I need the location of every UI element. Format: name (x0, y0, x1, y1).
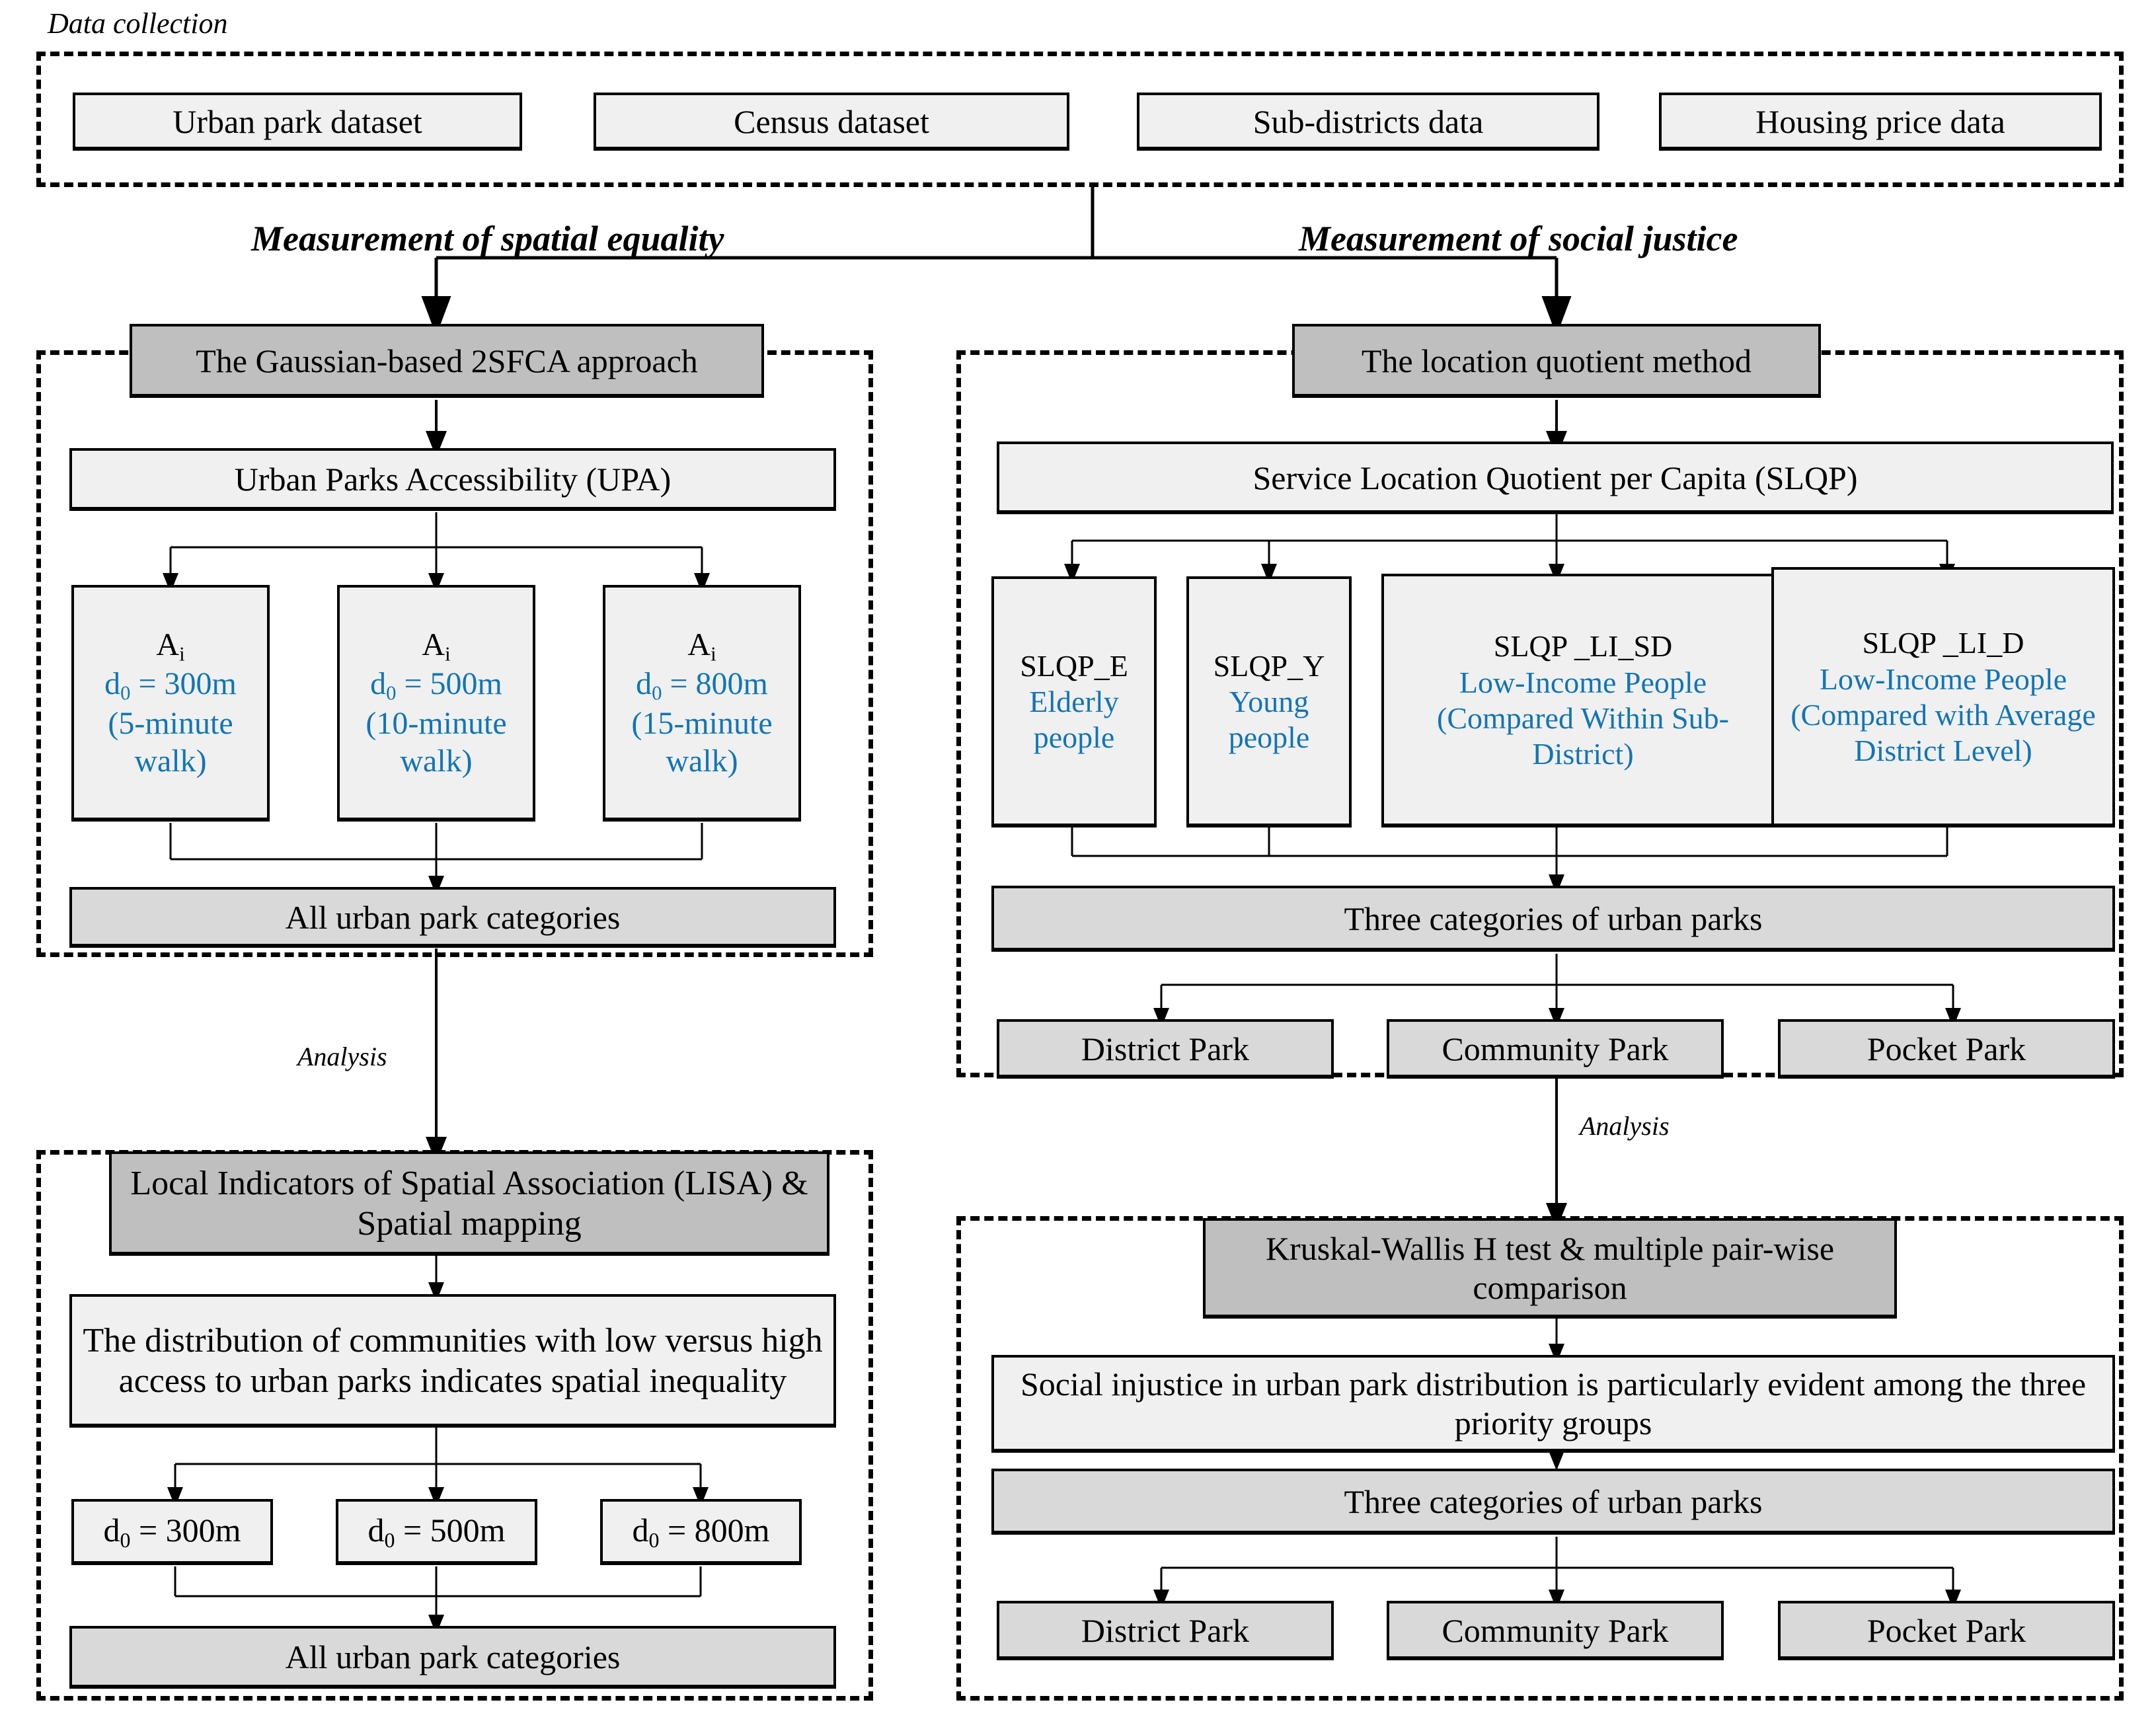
node-label: All urban park categories (285, 1638, 621, 1675)
scenario-symbol: Ai (156, 627, 185, 666)
node-district-park-2[interactable]: District Park (997, 1601, 1334, 1660)
node-label: Urban park dataset (173, 102, 422, 140)
node-label: The Gaussian-based 2SFCA approach (196, 342, 698, 379)
social-justice-caption: Measurement of social justice (1299, 219, 1738, 258)
node-district-park-1[interactable]: District Park (997, 1019, 1334, 1079)
scenario-walk: (5-minute walk) (108, 706, 233, 779)
node-slqp-elderly[interactable]: SLQP_E Elderly people (991, 576, 1157, 827)
data-collection-caption: Data collection (48, 7, 228, 40)
scenario-walk: (10-minute walk) (366, 706, 507, 779)
node-label: Three categories of urban parks (1344, 1482, 1763, 1520)
node-label: The location quotient method (1361, 342, 1752, 379)
left-analysis-caption: Analysis (297, 1042, 387, 1071)
node-label: Service Location Quotient per Capita (SL… (1252, 459, 1858, 496)
node-label: Pocket Park (1867, 1030, 2026, 1067)
group-desc: Low-Income People (Compared with Average… (1790, 662, 2096, 768)
node-pocket-park-1[interactable]: Pocket Park (1778, 1019, 2115, 1079)
node-slqp-low-income-sub-district[interactable]: SLQP _LI_SD Low-Income People (Compared … (1381, 574, 1785, 827)
node-gaussian-2sfca-method[interactable]: The Gaussian-based 2SFCA approach (130, 324, 764, 398)
node-census-dataset[interactable]: Census dataset (594, 93, 1069, 151)
node-label: Kruskal-Wallis H test & multiple pair-wi… (1265, 1230, 1835, 1306)
node-label: The distribution of communities with low… (83, 1321, 823, 1400)
node-spatial-inequality-finding[interactable]: The distribution of communities with low… (69, 1294, 836, 1428)
scenario-distance: d0 = 300m (104, 666, 237, 705)
node-distance-800m[interactable]: d0 = 800m (600, 1499, 802, 1565)
node-label: d0 = 300m (103, 1512, 241, 1553)
group-desc: Elderly people (1029, 684, 1119, 755)
node-label: Three categories of urban parks (1344, 900, 1763, 937)
node-label: d0 = 500m (367, 1512, 506, 1553)
node-label: Local Indicators of Spatial Association … (130, 1164, 808, 1243)
node-kruskal-wallis-test[interactable]: Kruskal-Wallis H test & multiple pair-wi… (1203, 1218, 1897, 1319)
node-housing-price-data[interactable]: Housing price data (1659, 93, 2102, 151)
node-label: Sub-districts data (1252, 102, 1484, 140)
scenario-distance: d0 = 800m (636, 666, 768, 705)
scenario-symbol: Ai (687, 627, 716, 666)
node-distance-500m[interactable]: d0 = 500m (336, 1499, 537, 1565)
node-scenario-500m[interactable]: Ai d0 = 500m (10-minute walk) (337, 585, 535, 822)
node-label: Community Park (1442, 1030, 1669, 1067)
node-label: Urban Parks Accessibility (UPA) (234, 461, 672, 498)
scenario-symbol: Ai (422, 627, 451, 666)
group-code: SLQP _LI_D (1862, 626, 2024, 660)
node-scenario-300m[interactable]: Ai d0 = 300m (5-minute walk) (71, 585, 270, 822)
node-three-categories-1[interactable]: Three categories of urban parks (991, 886, 2115, 952)
group-code: SLQP_E (1020, 648, 1128, 683)
node-community-park-1[interactable]: Community Park (1387, 1019, 1724, 1079)
node-location-quotient-method[interactable]: The location quotient method (1292, 324, 1821, 398)
node-label: District Park (1081, 1611, 1250, 1649)
node-all-urban-park-categories-1[interactable]: All urban park categories (69, 887, 836, 948)
group-code: SLQP_Y (1213, 648, 1325, 683)
node-label: d0 = 800m (632, 1512, 770, 1553)
node-sub-districts-data[interactable]: Sub-districts data (1137, 93, 1599, 151)
group-desc: Young people (1228, 684, 1310, 755)
node-label: All urban park categories (285, 898, 621, 936)
node-label: Census dataset (734, 102, 929, 140)
node-label: District Park (1081, 1030, 1250, 1067)
node-three-categories-2[interactable]: Three categories of urban parks (991, 1469, 2115, 1535)
node-slqp-low-income-district[interactable]: SLQP _LI_D Low-Income People (Compared w… (1771, 567, 2115, 827)
node-community-park-2[interactable]: Community Park (1387, 1601, 1724, 1660)
node-label: Social injustice in urban park distribut… (1020, 1366, 2087, 1442)
node-scenario-800m[interactable]: Ai d0 = 800m (15-minute walk) (603, 585, 801, 822)
node-label: Pocket Park (1867, 1611, 2026, 1649)
node-social-injustice-finding[interactable]: Social injustice in urban park distribut… (991, 1355, 2115, 1453)
spatial-equality-caption: Measurement of spatial equality (251, 219, 724, 258)
scenario-distance: d0 = 500m (370, 666, 502, 705)
right-analysis-caption: Analysis (1580, 1111, 1670, 1141)
scenario-walk: (15-minute walk) (631, 706, 773, 779)
node-label: Housing price data (1755, 102, 2005, 140)
node-pocket-park-2[interactable]: Pocket Park (1778, 1601, 2115, 1660)
node-urban-parks-accessibility[interactable]: Urban Parks Accessibility (UPA) (69, 448, 836, 511)
group-desc: Low-Income People (Compared Within Sub-D… (1437, 665, 1729, 771)
node-slqp-indicator[interactable]: Service Location Quotient per Capita (SL… (997, 442, 2114, 514)
node-urban-park-dataset[interactable]: Urban park dataset (73, 93, 522, 151)
node-slqp-young[interactable]: SLQP_Y Young people (1186, 576, 1352, 827)
node-label: Community Park (1442, 1611, 1669, 1649)
node-distance-300m[interactable]: d0 = 300m (71, 1499, 273, 1565)
group-code: SLQP _LI_SD (1493, 629, 1673, 664)
node-lisa-spatial-mapping[interactable]: Local Indicators of Spatial Association … (109, 1151, 829, 1256)
data-collection-container (36, 52, 2124, 187)
node-all-urban-park-categories-2[interactable]: All urban park categories (69, 1626, 836, 1689)
